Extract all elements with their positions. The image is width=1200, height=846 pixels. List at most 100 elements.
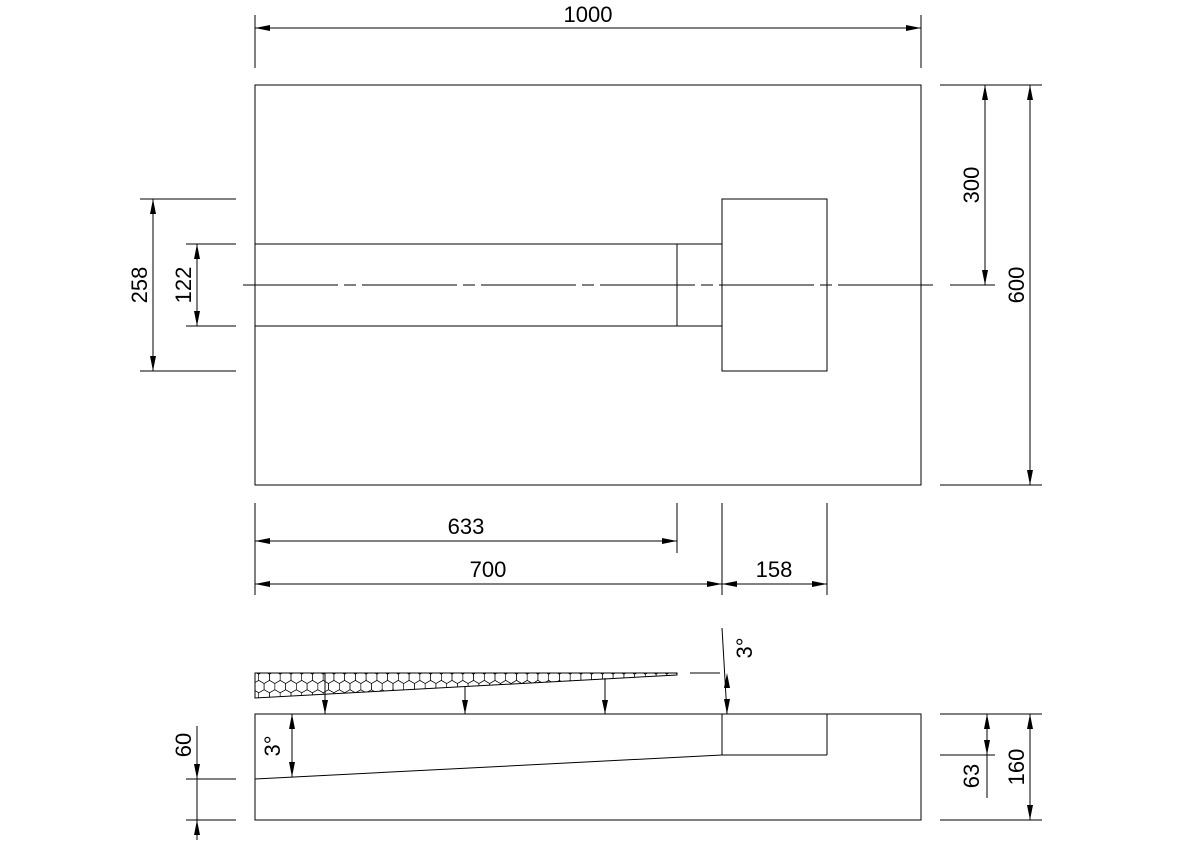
dim-right-side: 63 160 <box>940 713 1042 821</box>
dim-inner-channel: 122 <box>171 243 236 327</box>
dim-label-600: 600 <box>1004 267 1029 304</box>
hex-cell <box>521 673 533 675</box>
hex-cell <box>451 689 464 698</box>
hex-cell <box>661 680 673 694</box>
hex-cell <box>419 689 431 698</box>
hex-cell <box>494 689 507 698</box>
hex-cell <box>596 680 609 694</box>
hex-cell <box>414 673 426 675</box>
dim-label-63: 63 <box>959 764 984 788</box>
hex-cell <box>516 689 528 698</box>
hex-cell <box>683 662 694 674</box>
hex-cell <box>430 689 442 698</box>
hex-cell <box>473 689 485 698</box>
hex-cell <box>585 680 598 694</box>
hex-cell <box>650 673 662 675</box>
hex-cell <box>392 673 405 675</box>
dim-left-depth: 60 <box>171 726 236 840</box>
hex-cell <box>591 689 603 698</box>
hex-cell <box>559 689 571 698</box>
hex-cell <box>526 689 539 698</box>
hex-cell <box>349 673 362 675</box>
side-view <box>254 713 922 821</box>
hex-cell <box>255 689 260 698</box>
hex-cell <box>500 680 512 694</box>
dim-label-1000: 1000 <box>564 2 613 27</box>
hex-cell <box>312 689 324 698</box>
dim-label-160: 160 <box>1004 749 1029 786</box>
hex-cell <box>414 680 426 694</box>
hex-cell <box>683 680 694 692</box>
hex-cell <box>489 673 501 675</box>
hex-cell <box>322 689 335 698</box>
hex-cell <box>274 673 286 675</box>
hex-cell <box>344 689 356 698</box>
hex-cell <box>671 680 677 694</box>
hex-cell <box>650 680 662 694</box>
hex-cell <box>639 673 652 675</box>
hex-cell <box>623 689 635 698</box>
hex-cell <box>440 689 453 698</box>
hex-cell <box>279 689 292 698</box>
hex-cell <box>510 673 523 675</box>
hex-cell <box>542 673 555 675</box>
dim-label-60: 60 <box>171 733 196 757</box>
hex-cell <box>435 680 448 694</box>
dim-label-122: 122 <box>171 267 196 304</box>
hex-cell <box>328 673 340 675</box>
hex-cell <box>644 689 657 698</box>
hex-cell <box>537 689 550 698</box>
angle-label-side: 3° <box>260 735 285 756</box>
hex-cell <box>243 662 254 674</box>
hex-cell <box>521 680 533 694</box>
hex-cell <box>618 673 630 675</box>
hex-cell <box>397 689 410 698</box>
hex-cell <box>500 673 512 675</box>
hex-cell <box>387 689 399 698</box>
dim-total-height: 600 <box>940 84 1042 486</box>
hex-cell <box>446 673 458 675</box>
hex-cell <box>564 680 576 694</box>
dim-label-158: 158 <box>756 557 793 582</box>
hex-cell <box>532 673 544 675</box>
hex-cell <box>403 680 415 694</box>
hex-cell <box>365 689 378 698</box>
hex-cell <box>263 673 276 675</box>
hex-cell <box>607 673 619 675</box>
wedge-insert <box>243 662 720 702</box>
hex-cell <box>333 689 345 698</box>
hex-cell <box>392 680 405 694</box>
hex-cell <box>243 680 254 692</box>
hex-cell <box>671 673 677 675</box>
dim-total-width: 1000 <box>254 2 922 68</box>
dim-bottom-group: 633 700 158 <box>254 503 828 595</box>
hex-cell <box>639 680 652 694</box>
hex-cell <box>612 689 625 698</box>
hex-cell <box>355 689 367 698</box>
hex-cell <box>408 689 421 698</box>
dim-label-300: 300 <box>959 167 984 204</box>
dim-outer-block: 258 <box>127 198 236 372</box>
hex-cell <box>301 689 313 698</box>
plan-view <box>243 84 935 486</box>
hex-cell <box>467 673 480 675</box>
hex-cell <box>317 673 329 675</box>
hex-hatch <box>243 662 694 702</box>
hex-cell <box>285 673 297 675</box>
hex-cell <box>585 673 598 675</box>
hex-cell <box>371 673 383 675</box>
hex-cell <box>596 673 609 675</box>
hex-cell <box>678 690 689 702</box>
hex-cell <box>403 673 415 675</box>
dim-label-633: 633 <box>448 514 485 539</box>
hex-cell <box>607 680 619 694</box>
slope-line <box>254 754 723 780</box>
hex-cell <box>548 689 560 698</box>
dim-label-258: 258 <box>127 267 152 304</box>
hex-cell <box>655 689 668 698</box>
hex-cell <box>580 689 592 698</box>
hex-cell <box>457 673 469 675</box>
hex-cell <box>435 673 448 675</box>
angle-top: 3° <box>721 627 757 715</box>
